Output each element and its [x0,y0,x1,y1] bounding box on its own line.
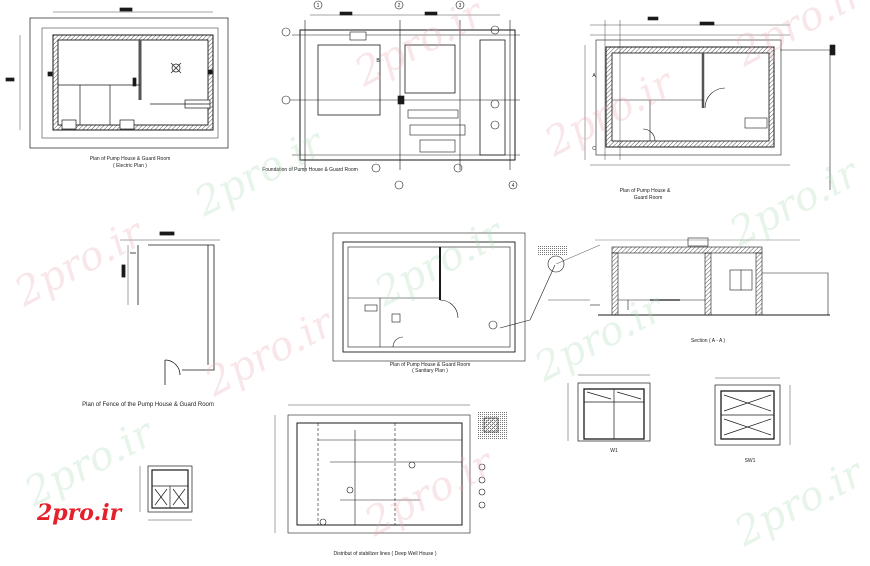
caption-distribution: Distribut of stabilizer lines ( Deep Wel… [333,551,436,557]
grid-marker-b: B [376,58,380,64]
grid-marker-a: A [592,73,596,79]
window-w1-drawing [567,374,651,442]
pump-house-plan-drawing [584,16,836,190]
sanitary-plan-drawing [332,232,601,362]
caption-fence: Plan of Fence of the Pump House & Guard … [82,402,214,408]
site-logo: 2pro.ir [37,500,122,526]
grid-marker-c: C [592,146,596,152]
caption-w1: W1 [610,448,618,454]
caption-sw1: SW1 [745,458,756,464]
foundation-plan-drawing [281,0,520,190]
grid-markers: A B C 1 2 3 4 [317,3,597,189]
grid-marker-2: 2 [398,3,401,9]
grid-marker-4: 4 [512,183,515,189]
caption-plan-right: Plan of Pump House & [620,188,671,194]
section-aa-drawing [590,237,830,316]
caption-section: Section ( A - A ) [691,338,726,344]
caption-sanitary: Plan of Pump House & Guard Room [390,362,471,368]
fence-plan-drawing [120,231,220,385]
caption-sanitary-sub: ( Sanitary Plan ) [412,368,448,374]
grid-marker-1: 1 [317,3,320,9]
caption-foundation: Foundation of Pump House & Guard Room [262,167,358,173]
caption-electric-plan: Plan of Pump House & Guard Room [90,156,171,162]
caption-electric-plan-sub: ( Electric Plan ) [113,163,147,169]
window-sw1-drawing [714,377,791,446]
caption-plan-right-sub: Guard Room [634,195,663,201]
small-window-detail [139,465,193,521]
distribution-plan-drawing [274,404,508,534]
electric-plan-drawing [5,7,229,149]
grid-marker-3: 3 [459,3,462,9]
